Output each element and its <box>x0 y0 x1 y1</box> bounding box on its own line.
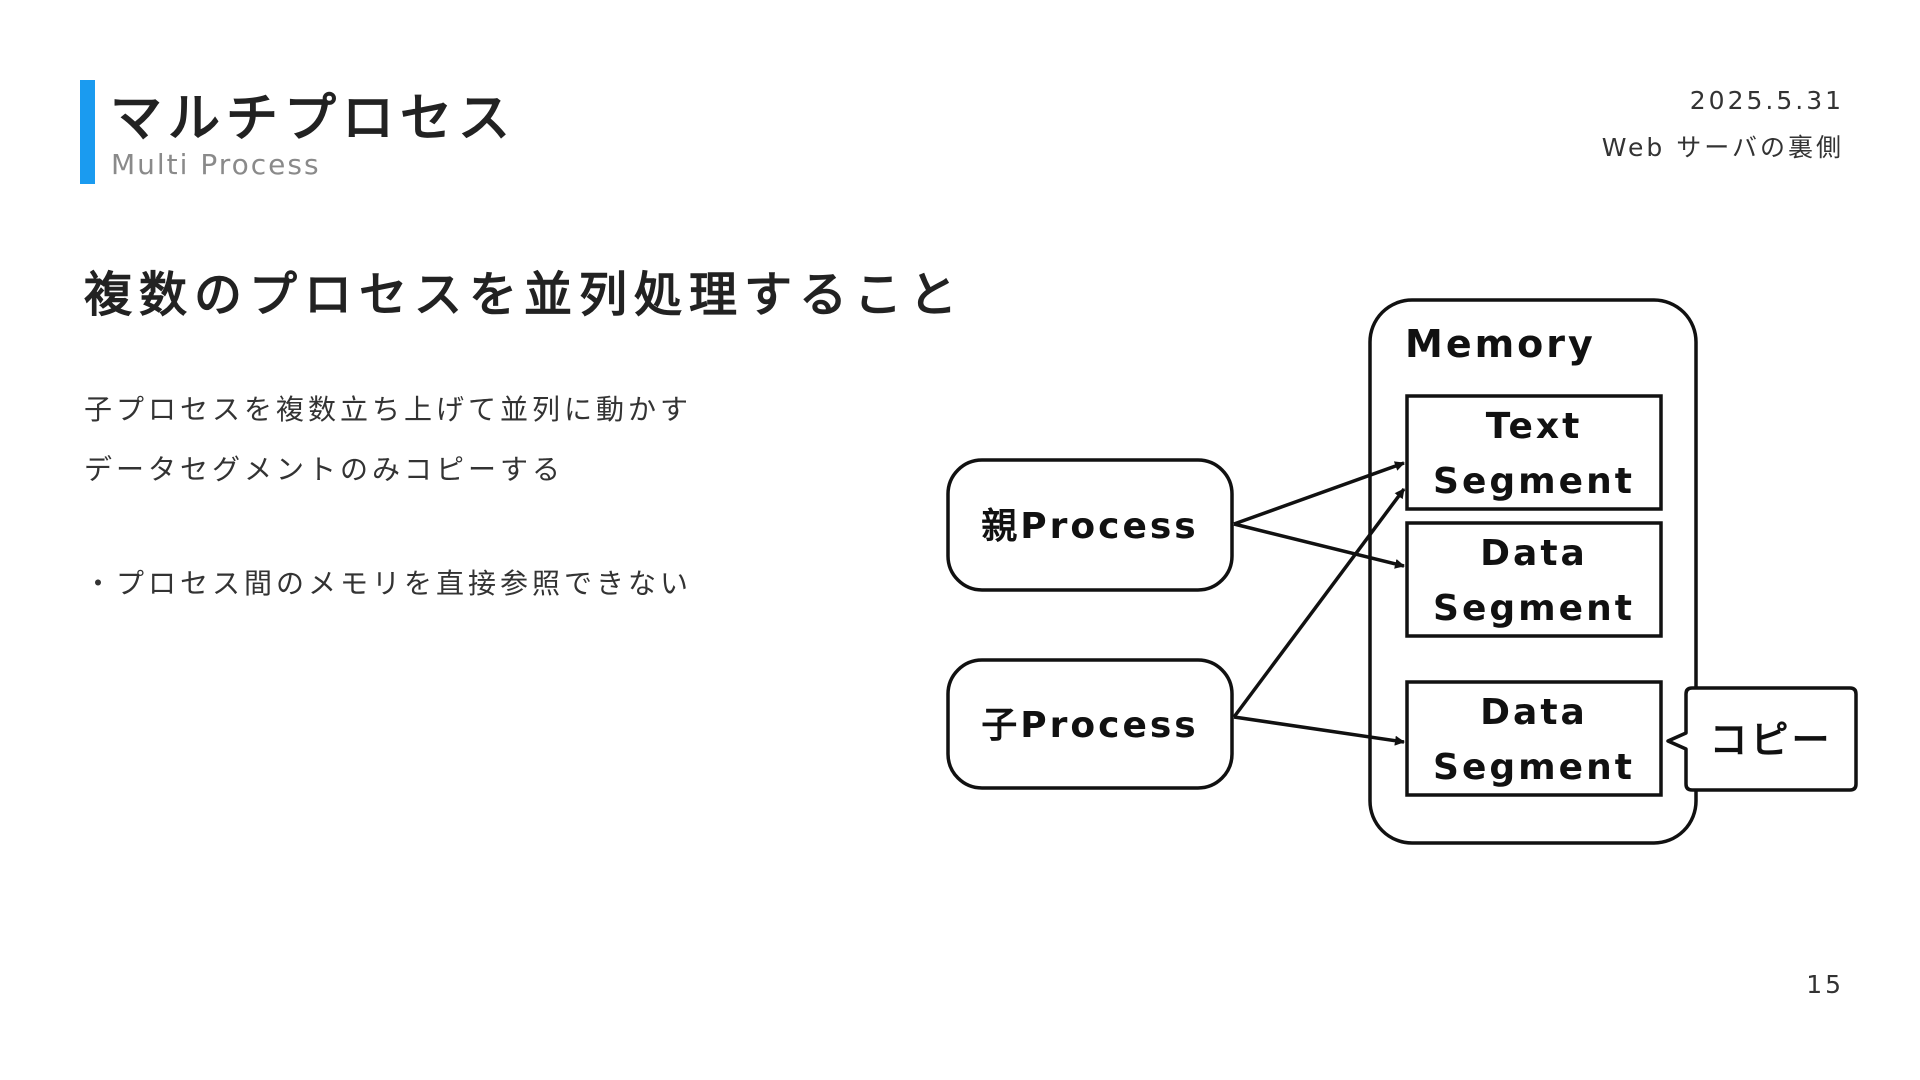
child-process-box <box>946 658 1234 790</box>
copied-data-segment-box <box>1405 680 1663 797</box>
page-number: 15 <box>1806 970 1844 999</box>
parent-process-box <box>946 458 1234 592</box>
text-segment-label-line-2: Segment <box>1433 461 1635 502</box>
text-segment-label-line-1: Text <box>1486 406 1583 447</box>
arrow-child-to-text-segment <box>1232 487 1406 719</box>
title-accent-bar <box>80 80 95 184</box>
data-segment-box <box>1405 521 1663 638</box>
child-process-label: 子Process <box>981 705 1198 746</box>
data-segment-label-line-1: Data <box>1480 533 1588 574</box>
copied-data-segment-label-line-2: Segment <box>1433 747 1635 788</box>
slide-subtitle: Multi Process <box>111 148 321 181</box>
parent-process-label: 親Process <box>981 506 1198 547</box>
presentation-title: Web サーバの裏側 <box>1601 133 1844 162</box>
copy-callout-bubble <box>1666 686 1858 792</box>
body-line-copy-data-segment: データセグメントのみコピーする <box>84 453 565 486</box>
data-segment-label-line-2: Segment <box>1433 588 1635 629</box>
text-segment-box <box>1405 394 1663 511</box>
arrow-parent-to-data-segment <box>1233 522 1405 569</box>
arrow-child-to-copied-data-segment <box>1233 715 1405 746</box>
slide-headline: 複数のプロセスを並列処理すること <box>84 267 965 323</box>
slide-title: マルチプロセス <box>110 89 517 149</box>
memory-label: Memory <box>1405 322 1596 366</box>
copied-data-segment-label-line-1: Data <box>1480 692 1588 733</box>
body-line-child-processes: 子プロセスを複数立ち上げて並列に動かす <box>84 393 693 426</box>
presentation-date: 2025.5.31 <box>1689 86 1844 115</box>
arrow-parent-to-text-segment <box>1233 461 1405 526</box>
body-line-no-shared-memory: ・プロセス間のメモリを直接参照できない <box>84 567 693 600</box>
copy-callout-label: コピー <box>1709 718 1832 762</box>
